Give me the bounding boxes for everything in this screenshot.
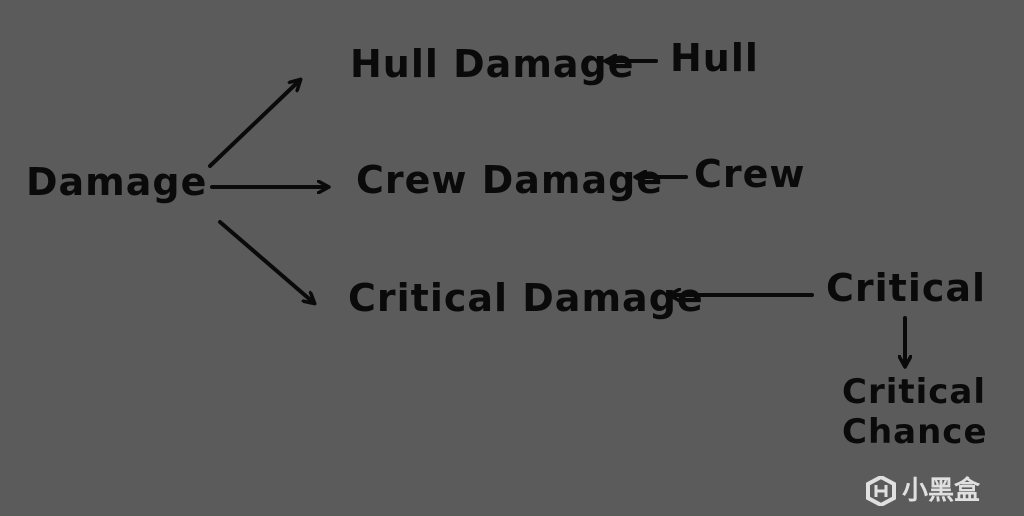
node-critical-chance: Critical Chance: [842, 372, 988, 452]
arrow-damage-to-critical-damage: [218, 220, 314, 303]
node-hull: Hull: [670, 36, 759, 80]
node-damage: Damage: [26, 160, 208, 204]
node-hull-damage: Hull Damage: [350, 42, 635, 86]
node-critical: Critical: [826, 266, 987, 310]
node-crew: Crew: [694, 152, 806, 196]
watermark: 小黑盒: [866, 476, 980, 506]
node-critical-damage: Critical Damage: [348, 276, 704, 320]
arrow-damage-to-hull-damage: [208, 80, 300, 168]
watermark-text: 小黑盒: [902, 476, 981, 506]
node-crew-damage: Crew Damage: [356, 158, 664, 202]
watermark-logo-icon: [866, 476, 896, 506]
